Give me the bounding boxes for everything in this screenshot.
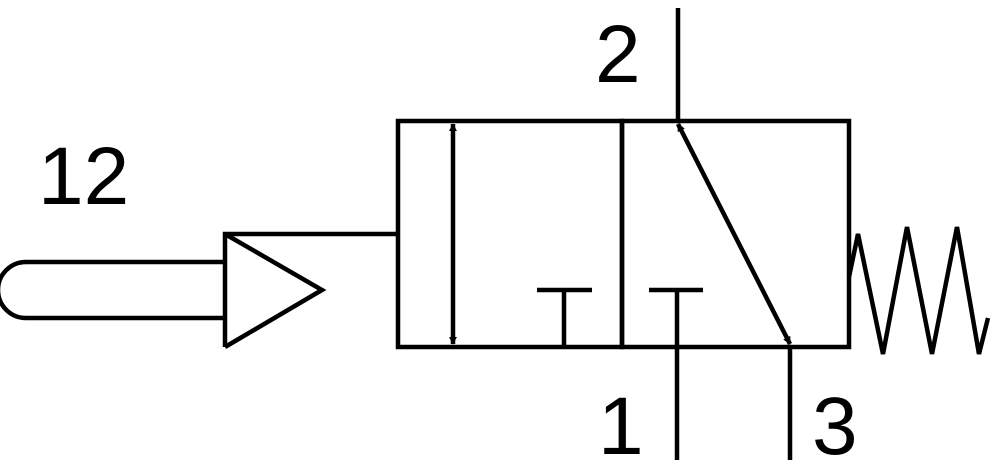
blocked-port-right-icon	[649, 287, 703, 347]
flow-arrow-diagonal-icon	[675, 122, 793, 346]
port-label-pilot: 12	[38, 131, 129, 222]
pilot-stem	[0, 259, 225, 321]
blocked-port-left-icon	[537, 287, 592, 347]
valve-position-left	[395, 118, 625, 350]
valve-position-right	[619, 118, 852, 350]
port-label-supply: 1	[598, 381, 644, 460]
port-label-exhaust: 3	[812, 381, 858, 460]
return-spring-icon	[846, 226, 991, 355]
port-label-outlet: 2	[595, 9, 641, 100]
pilot-triangle-icon	[223, 232, 327, 349]
